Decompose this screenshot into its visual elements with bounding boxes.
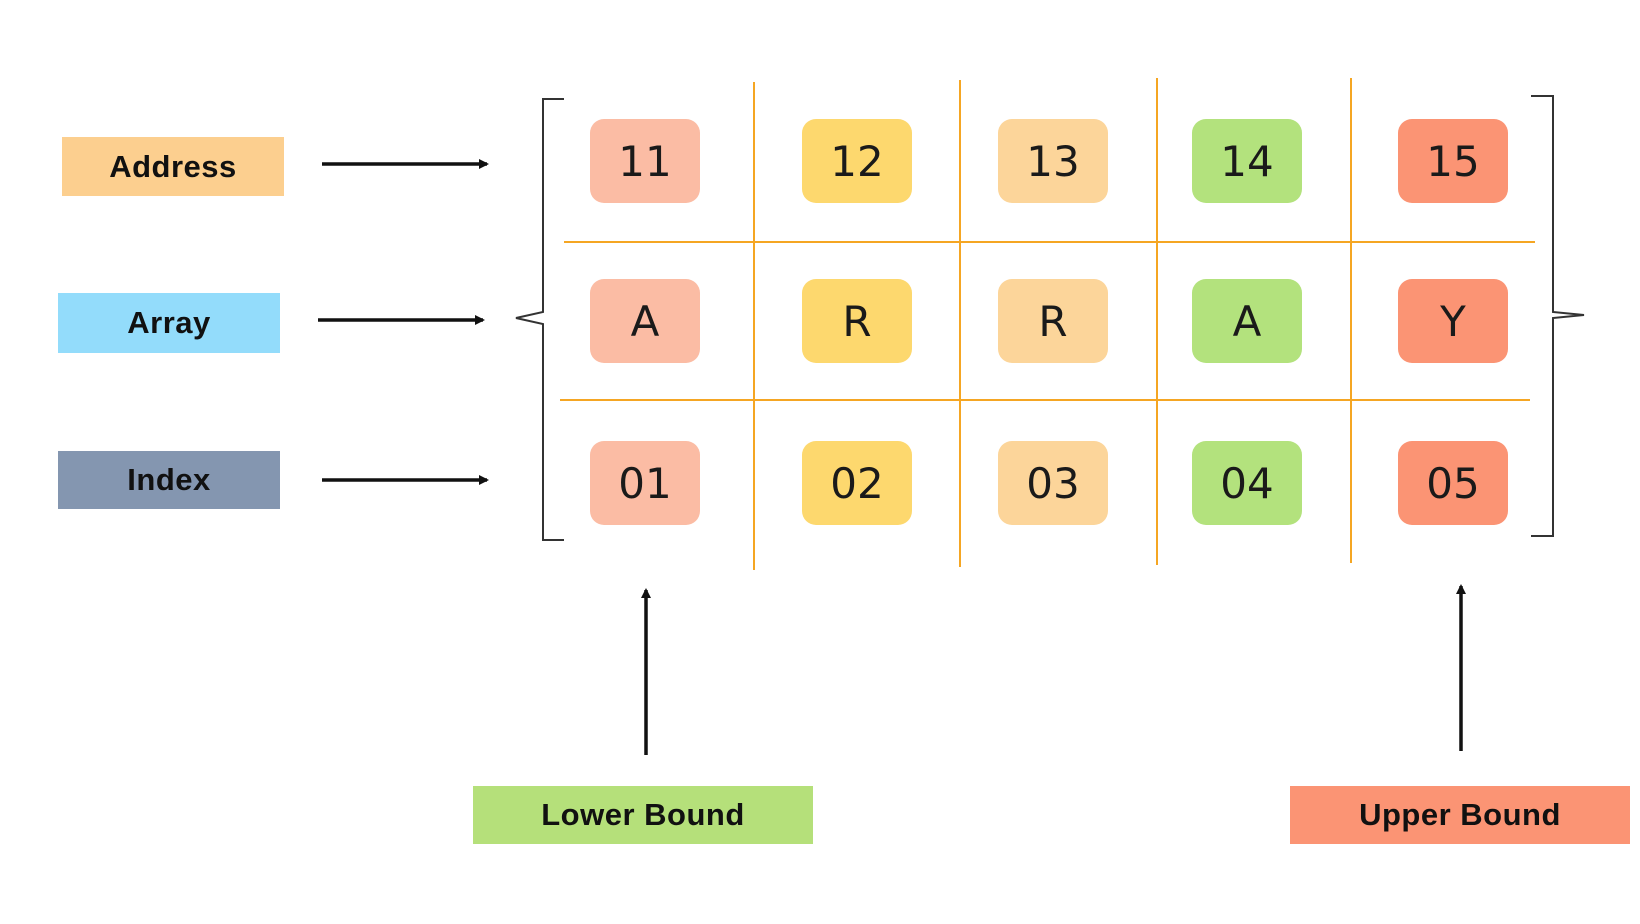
array-cell: A xyxy=(1192,279,1302,363)
index-label-bg xyxy=(58,451,280,509)
array-label: Array xyxy=(127,305,211,340)
address-cell: 11 xyxy=(590,119,700,203)
address-label: Address xyxy=(109,148,237,184)
left-brace xyxy=(515,98,564,541)
index-cell: 04 xyxy=(1192,441,1302,525)
address-cell: 15 xyxy=(1398,119,1508,203)
index-cell: 01 xyxy=(590,441,700,525)
right-brace xyxy=(1531,95,1585,537)
address-cell: 14 xyxy=(1192,119,1302,203)
lower-bound-label: Lower Bound xyxy=(541,797,745,832)
lower-bound-label-bg xyxy=(473,786,813,844)
array-cell: Y xyxy=(1398,279,1508,363)
index-cell: 03 xyxy=(998,441,1108,525)
address-label-bg xyxy=(62,137,284,196)
index-cell: 05 xyxy=(1398,441,1508,525)
index-label: Index xyxy=(127,462,211,497)
address-cell: 13 xyxy=(998,119,1108,203)
array-cell: A xyxy=(590,279,700,363)
array-label-bg xyxy=(58,293,280,353)
upper-bound-label-bg xyxy=(1290,786,1630,844)
array-cell: R xyxy=(802,279,912,363)
grid-lines xyxy=(560,78,1535,570)
upper-bound-label: Upper Bound xyxy=(1359,797,1561,832)
index-cell: 02 xyxy=(802,441,912,525)
array-cell: R xyxy=(998,279,1108,363)
address-cell: 12 xyxy=(802,119,912,203)
